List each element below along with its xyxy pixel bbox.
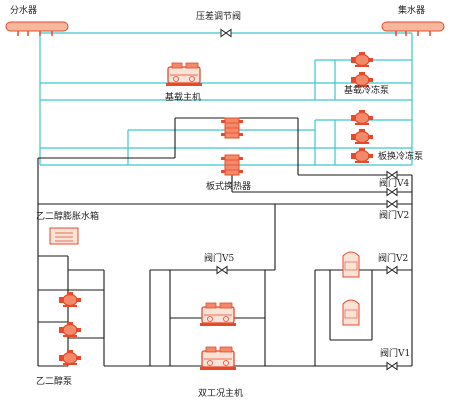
valve-v4-label: 阀门V4 [379, 179, 410, 189]
differential-pressure-valve-icon [220, 29, 232, 37]
valve-v1-label: 阀门V1 [380, 349, 411, 359]
expansion-tank-icon [49, 227, 79, 245]
supply-header-label: 分水器 [10, 6, 38, 16]
base-chiller-label: 基载主机 [165, 93, 202, 103]
chilled-water-loop [39, 32, 413, 166]
glycol-loop [37, 117, 413, 367]
base-pump-label: 基载冷冻泵 [344, 86, 390, 96]
valve-v2-top-icon [386, 200, 398, 208]
valve-v4-icon [386, 171, 398, 179]
valve-v1-icon [386, 362, 398, 370]
hx-pump-icon [350, 128, 374, 145]
valve-v5-label: 阀门V5 [204, 254, 235, 264]
dual-chiller-label: 双工况主机 [198, 389, 244, 399]
valve-v2-top-label: 阀门V2 [379, 211, 410, 221]
dual-mode-chiller-icon [199, 346, 237, 371]
expansion-tank-label: 乙二醇膨胀水箱 [36, 212, 100, 222]
hx-pump-label: 板换冷冻泵 [378, 152, 424, 162]
base-pump-icon [350, 51, 374, 68]
base-pump-icon [350, 71, 374, 88]
ice-storage-tank-icon [342, 299, 360, 326]
valve-v2-right-label: 阀门V2 [378, 254, 409, 264]
ice-storage-tank-icon [342, 251, 360, 278]
return-header [381, 21, 445, 36]
base-chiller-icon [165, 62, 203, 87]
dp-valve-label: 压差调节阀 [196, 12, 242, 22]
valve-v5-icon [216, 266, 228, 274]
return-header-label: 集水器 [398, 6, 426, 16]
valve-v4-lower-icon [386, 188, 398, 196]
plate-hx-label: 板式换热器 [206, 182, 252, 192]
glycol-pump-icon [58, 349, 82, 366]
valve-v2-right-icon [386, 266, 398, 274]
hx-pump-icon [350, 147, 374, 164]
glycol-pump-icon [58, 321, 82, 338]
glycol-pump-icon [58, 291, 82, 308]
dual-mode-chiller-icon [199, 302, 237, 327]
plate-heat-exchanger-icon [220, 117, 244, 139]
glycol-pump-label: 乙二醇泵 [36, 377, 73, 387]
supply-header [5, 21, 69, 36]
hx-pump-icon [350, 109, 374, 126]
